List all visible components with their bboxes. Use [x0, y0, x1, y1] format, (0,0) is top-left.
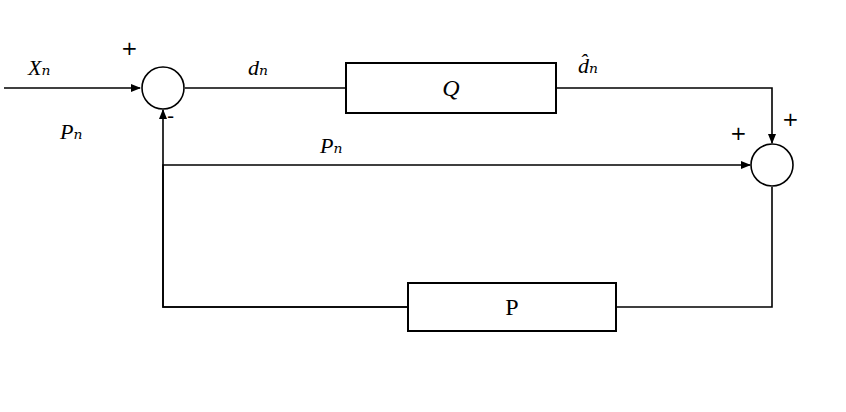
signal-name: d̂ₙ: [576, 54, 600, 78]
sign-label: -: [167, 106, 174, 126]
signal-name: Xₙ: [26, 56, 52, 80]
signal-name: Pₙ: [318, 134, 344, 158]
signal-wire: [617, 187, 772, 307]
summing-junction: ++: [750, 143, 794, 187]
block-name: P: [505, 294, 518, 320]
sign-label: +: [730, 123, 747, 143]
quantizer-box: Q: [345, 62, 557, 114]
junction-outline: [141, 66, 185, 110]
signal-wire: [185, 87, 345, 89]
junction-circle: [751, 144, 793, 186]
signal-wire: [163, 110, 407, 307]
signal-name: Pₙ: [58, 120, 84, 144]
sign-label: +: [121, 38, 138, 58]
sign-label: +: [782, 109, 799, 129]
junction-outline: [750, 143, 794, 187]
block-name: Q: [442, 75, 459, 101]
summing-junction: +-: [141, 66, 185, 110]
signal-name: dₙ: [246, 56, 270, 80]
input-wire: [4, 87, 140, 89]
signal-wire: [557, 88, 772, 143]
junction-circle: [142, 67, 184, 109]
predictor-box: P: [407, 282, 617, 332]
